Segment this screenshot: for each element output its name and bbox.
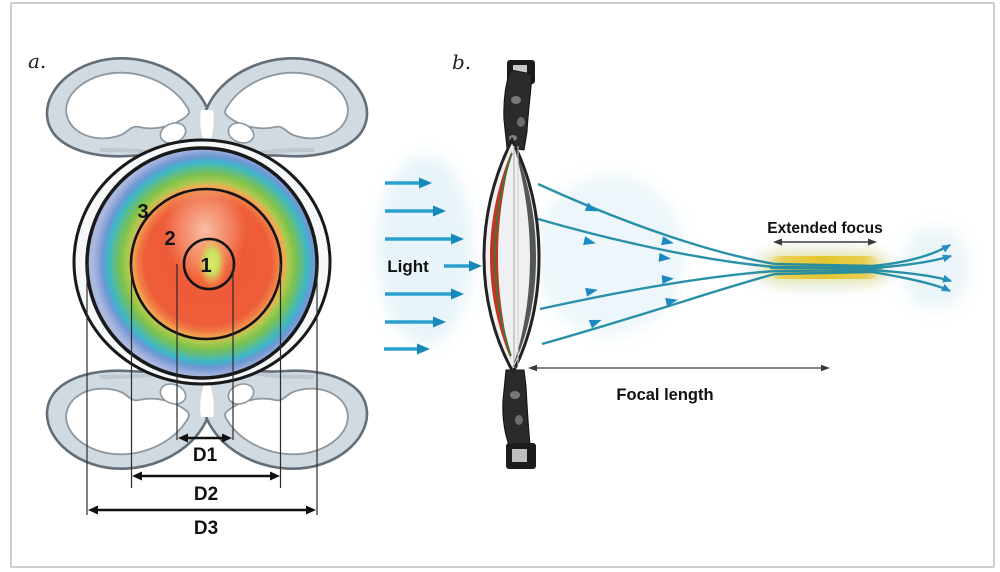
- haptic-hole: [65, 71, 190, 140]
- light-arrow: [385, 316, 446, 328]
- light-arrow: [385, 233, 464, 245]
- ray-mid-arrowheads: [583, 202, 678, 329]
- lens-red-layer: [490, 150, 512, 360]
- lens-top-haptic: [503, 60, 535, 151]
- incoming-light-arrows: [384, 177, 482, 355]
- panel-a-label: a.: [28, 49, 46, 73]
- focal-length-dimension-arrow: [528, 364, 830, 372]
- d2-dimension-arrow: [132, 471, 280, 481]
- d1-dimension-arrow: [178, 433, 232, 443]
- lens-posterior-edge: [512, 143, 536, 369]
- extended-focus-label: Extended focus: [767, 220, 882, 237]
- light-arrow: [385, 288, 464, 300]
- light-arrow: [385, 177, 432, 189]
- panel-b-label: b.: [452, 50, 471, 74]
- light-ray: [539, 268, 952, 311]
- light-ray: [537, 182, 951, 268]
- zone-label-1: 1: [200, 255, 211, 277]
- zone-1-circle: [182, 237, 236, 291]
- watercolor-haze: [377, 155, 970, 345]
- light-arrow: [385, 205, 446, 217]
- d2-label: D2: [194, 484, 218, 505]
- iol-front-view: 3 2 1 D1: [47, 56, 370, 539]
- iol-side-view: [482, 60, 541, 469]
- light-ray: [541, 270, 951, 346]
- lens-green-layer: [494, 152, 513, 357]
- lens-bottom-haptic: [502, 369, 536, 469]
- focal-length-label: Focal length: [616, 386, 713, 404]
- zone-label-3: 3: [137, 201, 148, 223]
- dimension-extension-lines: [86, 264, 318, 515]
- extended-focus-dimension-arrow: [773, 238, 877, 246]
- light-ray: [537, 217, 952, 270]
- light-arrow: [384, 343, 430, 355]
- zone-label-2: 2: [164, 228, 175, 250]
- d3-dimension-arrow: [88, 505, 316, 515]
- d3-label: D3: [194, 518, 218, 539]
- optic-center-spot: [197, 235, 227, 289]
- light-label: Light: [387, 257, 429, 276]
- light-arrow: [444, 260, 482, 272]
- d1-label: D1: [193, 445, 218, 466]
- light-rays: [537, 182, 952, 346]
